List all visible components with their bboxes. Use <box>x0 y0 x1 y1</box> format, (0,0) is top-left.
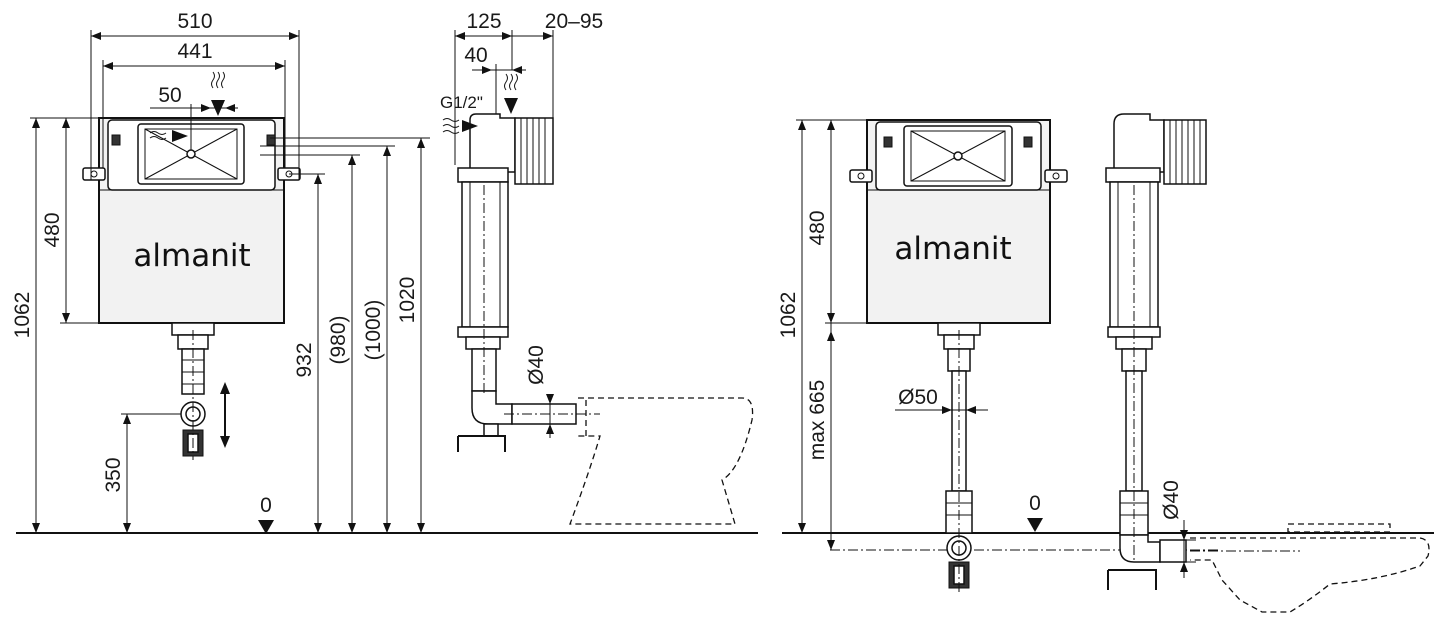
dim-height-480-right: 480 <box>806 210 829 245</box>
floor-zero-label-right: 0 <box>1029 492 1041 515</box>
dim-pipe-d40-side: Ø40 <box>525 345 548 385</box>
side-view: 125 20–95 40 G1/2" Ø40 <box>440 10 754 525</box>
dim-pipe-d40-right: Ø40 <box>1160 480 1183 520</box>
dim-depth-20-95: 20–95 <box>545 10 603 33</box>
dim-max-665: max 665 <box>806 380 829 461</box>
dim-offset-40: 40 <box>464 44 487 67</box>
left-front-view: almanit 510 <box>11 10 758 534</box>
dim-height-1000: (1000) <box>362 300 385 361</box>
dim-height-1020: 1020 <box>396 277 419 324</box>
floor-zero-marker-right <box>1027 518 1043 532</box>
dim-height-1062: 1062 <box>11 292 34 339</box>
floor-zero-label: 0 <box>260 494 272 517</box>
dim-height-350: 350 <box>102 457 125 492</box>
dim-height-1062-right: 1062 <box>777 292 800 339</box>
dim-pipe-d50: Ø50 <box>898 386 938 409</box>
dim-width-441: 441 <box>177 40 212 63</box>
dim-inlet-50: 50 <box>158 84 181 107</box>
brand-logo: almanit <box>133 238 250 274</box>
brand-logo-right: almanit <box>894 231 1011 267</box>
dim-width-510: 510 <box>177 10 212 33</box>
dim-height-932: 932 <box>293 342 316 377</box>
floor-zero-marker <box>258 520 274 534</box>
dim-height-480: 480 <box>41 212 64 247</box>
dim-depth-125: 125 <box>466 10 501 33</box>
thread-label: G1/2" <box>440 93 483 112</box>
right-front-view: almanit Ø50 1062 480 max <box>777 113 1434 613</box>
dim-height-980: (980) <box>327 315 350 364</box>
